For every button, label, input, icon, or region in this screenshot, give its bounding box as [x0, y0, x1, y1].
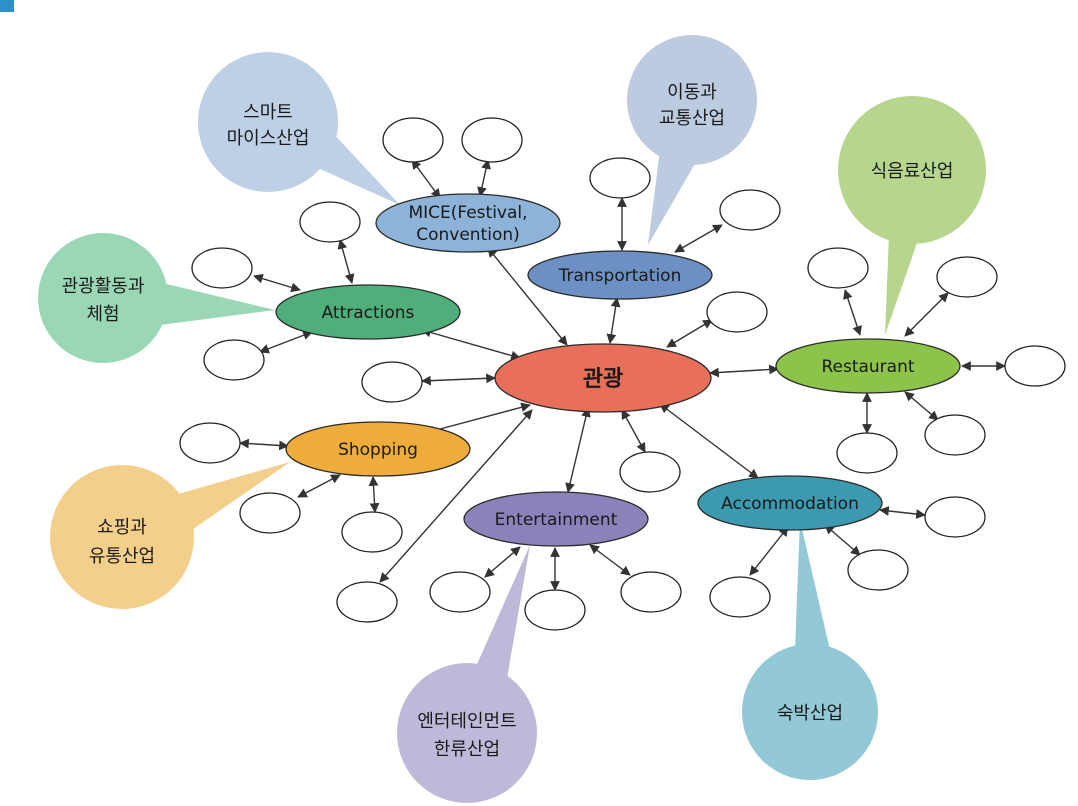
edge-center-attractions — [421, 327, 521, 361]
satellite-node — [191, 247, 253, 289]
category-transportation: Transportation — [527, 250, 713, 300]
category-restaurant: Restaurant — [775, 338, 961, 394]
category-accommodation: Accommodation — [697, 475, 883, 531]
bubble-shopping-line2: 유통산업 — [89, 546, 155, 567]
edge-acc-sat1 — [879, 506, 926, 519]
category-transportation-label: Transportation — [558, 266, 682, 286]
category-shopping-label: Shopping — [338, 440, 418, 460]
satellite-node — [836, 432, 898, 474]
satellite-node — [589, 157, 651, 199]
edge-shop-sat3 — [368, 476, 380, 513]
category-entertainment: Entertainment — [463, 491, 649, 547]
category-attractions: Attractions — [275, 284, 461, 340]
edge-attr-sat3 — [259, 330, 313, 354]
edge-shop-sat1 — [239, 438, 289, 451]
satellite-node — [847, 549, 909, 591]
bubble-shopping: 쇼핑과 유통산업 — [50, 462, 290, 609]
center-node: 관광 — [494, 343, 712, 413]
bubble-mice-line1: 스마트 — [243, 102, 293, 123]
satellite-node — [936, 256, 998, 298]
edge-acc-sat3 — [749, 526, 789, 576]
category-attractions-label: Attractions — [322, 303, 415, 323]
category-entertainment-label: Entertainment — [495, 510, 618, 530]
category-accommodation-label: Accommodation — [721, 494, 859, 514]
satellite-node — [524, 589, 586, 631]
edge-center-mice — [487, 247, 568, 346]
edge-mice-sat1 — [411, 159, 441, 199]
satellite-node — [299, 201, 361, 243]
satellite-node — [924, 414, 986, 456]
satellite-node — [361, 361, 423, 403]
satellite-node — [382, 117, 444, 163]
edge-trans-sat2 — [674, 224, 723, 253]
edge-center-entertainment — [565, 407, 591, 493]
bubble-mice-line2: 마이스산업 — [227, 128, 310, 149]
center-label: 관광 — [583, 367, 623, 392]
edge-ent-sat1 — [484, 546, 521, 578]
bubble-entertainment-line1: 엔터테인먼트 — [417, 711, 516, 732]
satellite-node — [461, 117, 523, 163]
edge-rest-sat1 — [843, 289, 862, 336]
satellite-node — [179, 422, 241, 464]
bubble-transport-line2: 교통산업 — [659, 108, 725, 129]
bubble-transport-line1: 이동과 — [667, 82, 717, 103]
bubble-food: 식음료산업 — [838, 96, 986, 335]
satellite-node — [807, 247, 869, 289]
bubble-transport: 이동과 교통산업 — [627, 35, 757, 245]
corner-accent — [0, 0, 14, 12]
edge-shop-sat2 — [297, 474, 341, 498]
edge-ent-sat3 — [589, 544, 631, 576]
edge-attr-sat1 — [337, 239, 355, 284]
satellite-node — [239, 492, 301, 534]
edge-center-accommodation — [659, 403, 759, 479]
edge-center-sat-topright — [666, 319, 713, 348]
bubble-entertainment-line2: 한류산업 — [434, 739, 500, 760]
edge-attr-sat2 — [253, 273, 301, 293]
bubble-mice: 스마트 마이스산업 — [198, 52, 400, 205]
satellite-node — [203, 339, 265, 381]
edge-rest-sat2 — [904, 292, 949, 337]
category-shopping: Shopping — [285, 421, 471, 477]
bubble-accommodation: 숙박산업 — [742, 520, 878, 780]
satellite-node — [709, 576, 771, 618]
bubble-attractions: 관광활동과 체험 — [38, 233, 275, 363]
connector-arrows — [239, 159, 1006, 591]
satellite-node — [719, 189, 781, 231]
satellite-node — [619, 451, 681, 493]
satellite-node — [620, 571, 682, 613]
edge-acc-sat2 — [824, 524, 861, 556]
bubble-attractions-line1: 관광활동과 — [62, 276, 145, 297]
category-restaurant-label: Restaurant — [821, 357, 914, 377]
edge-center-sat-left — [421, 373, 496, 386]
category-mice-line2: Convention) — [416, 225, 520, 245]
satellite-node — [341, 511, 403, 553]
edge-mice-sat2 — [477, 159, 491, 197]
category-mice-line1: MICE(Festival, — [408, 203, 527, 223]
satellite-node — [924, 496, 986, 538]
bubble-attractions-line2: 체험 — [86, 304, 119, 325]
satellite-node — [429, 571, 491, 613]
edge-center-restaurant — [709, 364, 779, 378]
bubble-shopping-line1: 쇼핑과 — [97, 517, 147, 538]
edge-rest-sat5 — [904, 391, 939, 421]
edge-center-transport — [606, 297, 621, 344]
satellite-nodes — [179, 117, 1066, 631]
bubble-accommodation-line1: 숙박산업 — [777, 703, 843, 724]
edge-center-sat-farleft — [379, 409, 533, 583]
satellite-node — [336, 581, 398, 623]
category-mice: MICE(Festival, Convention) — [375, 193, 561, 253]
edge-center-sat-bottom — [621, 409, 646, 453]
satellite-node — [706, 291, 768, 333]
bubble-food-line1: 식음료산업 — [871, 161, 954, 182]
satellite-node — [1004, 345, 1066, 387]
